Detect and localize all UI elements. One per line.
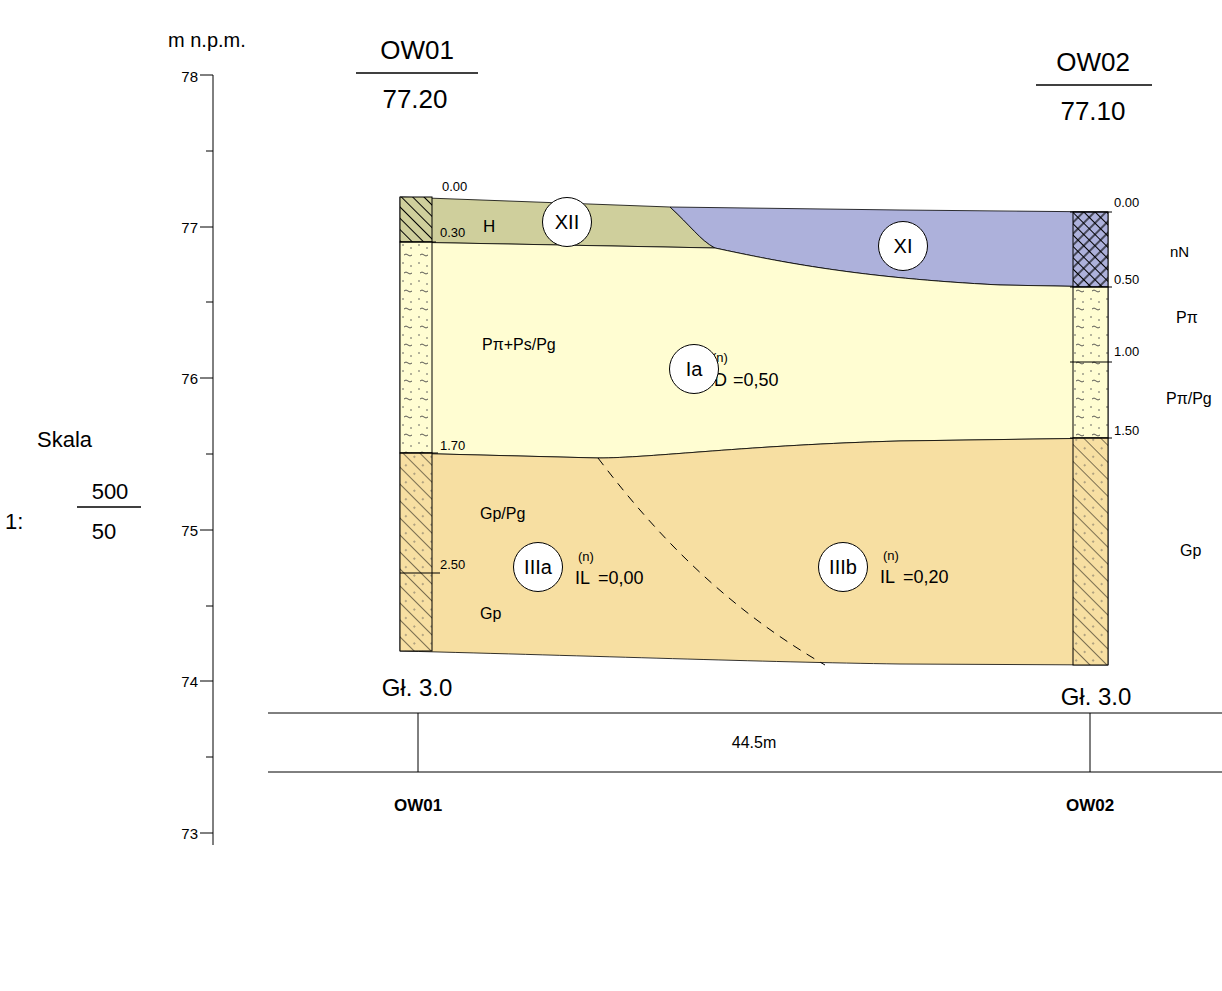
section-label: =0,50 bbox=[733, 371, 779, 389]
section-label: 74 bbox=[181, 674, 198, 689]
layer-number: IIIa bbox=[524, 557, 552, 577]
section-label: 1.00 bbox=[1114, 345, 1139, 358]
section-label: Gp/Pg bbox=[480, 506, 525, 522]
section-label: nN bbox=[1170, 244, 1189, 259]
section-label: 77.10 bbox=[1060, 98, 1125, 124]
section-label: m n.p.m. bbox=[168, 30, 246, 50]
section-label: Gp bbox=[1180, 543, 1201, 559]
layer-number: XI bbox=[894, 236, 913, 256]
section-label: Skala bbox=[37, 429, 92, 451]
section-label: (n) bbox=[578, 550, 594, 563]
layer-circle: IIIa bbox=[513, 542, 563, 592]
section-label: IL bbox=[575, 569, 590, 587]
section-label: 76 bbox=[181, 371, 198, 386]
section-label: Pπ bbox=[1176, 310, 1198, 326]
section-label: 0.00 bbox=[442, 180, 467, 193]
section-label: (n) bbox=[883, 549, 899, 562]
layer-circle: XII bbox=[542, 197, 592, 247]
section-label: OW01 bbox=[380, 37, 454, 63]
layer-circle: IIIb bbox=[818, 542, 868, 592]
section-label: Gł. 3.0 bbox=[382, 676, 453, 700]
section-label: 78 bbox=[181, 69, 198, 84]
layer-number: Ia bbox=[686, 359, 703, 379]
section-label: 0.00 bbox=[1114, 196, 1139, 209]
layer-number: IIIb bbox=[829, 557, 857, 577]
section-label: 2.50 bbox=[440, 558, 465, 571]
section-label: 1.50 bbox=[1114, 424, 1139, 437]
section-label: 75 bbox=[181, 523, 198, 538]
section-label: H bbox=[483, 218, 495, 235]
section-label: 44.5m bbox=[732, 735, 776, 751]
section-label: Pπ+Ps/Pg bbox=[482, 337, 556, 353]
section-label: Pπ/Pg bbox=[1166, 391, 1212, 407]
section-label: 73 bbox=[181, 826, 198, 841]
section-label: Gł. 3.0 bbox=[1061, 685, 1132, 709]
section-label: 1: bbox=[5, 511, 23, 533]
section-label: OW01 bbox=[394, 797, 442, 814]
section-label: 0.30 bbox=[440, 226, 465, 239]
section-label: 77 bbox=[181, 220, 198, 235]
section-label: 0.50 bbox=[1114, 273, 1139, 286]
layer-circle: XI bbox=[878, 221, 928, 271]
layer-circle: Ia bbox=[669, 344, 719, 394]
layer-number: XII bbox=[555, 212, 579, 232]
section-label: Gp bbox=[480, 606, 501, 622]
section-label: =0,00 bbox=[598, 569, 644, 587]
section-label: OW02 bbox=[1056, 49, 1130, 75]
section-label: 500 bbox=[92, 481, 129, 503]
section-label: OW02 bbox=[1066, 797, 1114, 814]
section-label: 1.70 bbox=[440, 439, 465, 452]
section-label: IL bbox=[880, 568, 895, 586]
section-label: 50 bbox=[92, 521, 116, 543]
section-label: 77.20 bbox=[382, 86, 447, 112]
section-label: =0,20 bbox=[903, 568, 949, 586]
